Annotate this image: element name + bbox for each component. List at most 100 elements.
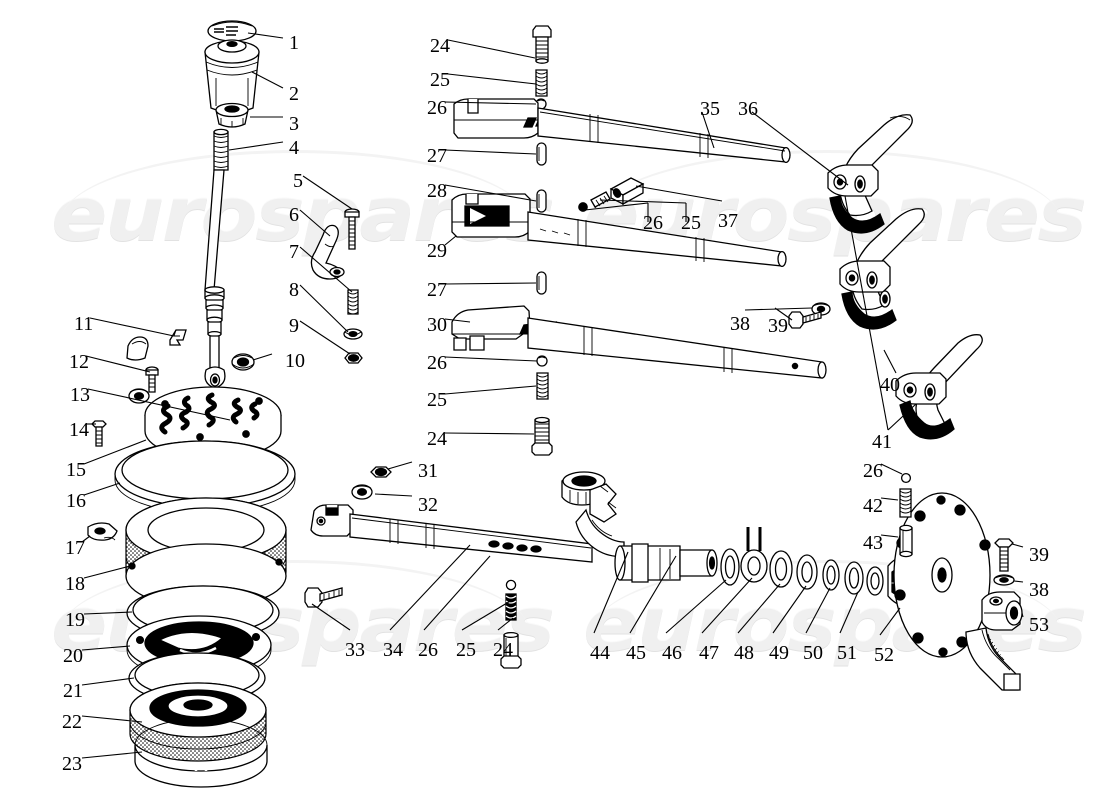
callout-39-flange: 39 [1029, 544, 1049, 566]
callout-42: 42 [863, 495, 883, 517]
callout-19: 19 [65, 609, 85, 631]
part-44-selector-head [562, 472, 624, 556]
part-12-screw [146, 367, 158, 392]
part-30-shift-rail-3 [452, 306, 826, 378]
part-29-shift-rail-2 [452, 194, 786, 266]
callout-30: 30 [427, 314, 447, 336]
callout-29: 29 [427, 240, 447, 262]
part-51-washer [845, 562, 863, 594]
callout-12: 12 [69, 351, 89, 373]
callout-18: 18 [65, 573, 85, 595]
callout-28: 28 [427, 180, 447, 202]
callout-52: 52 [874, 644, 894, 666]
part-27b-pin-rail3 [537, 272, 546, 294]
callout-24-rail3: 24 [427, 428, 447, 450]
part-35-shift-fork-top [828, 115, 912, 233]
callout-36: 36 [738, 98, 758, 120]
part-28-pin-rail2 [537, 190, 546, 212]
part-34-selector-shaft [311, 505, 592, 562]
callout-20: 20 [63, 645, 83, 667]
callout-34: 34 [383, 639, 403, 661]
part-49-washer [797, 555, 817, 589]
callout-25: 25 [430, 69, 450, 91]
callout-37: 37 [718, 210, 738, 232]
leader-lines [82, 33, 1023, 758]
part-32-washer [352, 485, 372, 499]
part-39-bolt-fork [789, 312, 821, 328]
part-37-dowel-sleeve [611, 178, 643, 204]
part-40-shift-fork-middle [840, 209, 924, 329]
callout-26-shaft: 26 [418, 639, 438, 661]
callout-27-rail3: 27 [427, 279, 447, 301]
part-38b-washer [994, 575, 1014, 585]
callout-9: 9 [289, 315, 299, 337]
callout-39: 39 [768, 315, 788, 337]
callout-23: 23 [62, 753, 82, 775]
part-25-spring-rail1 [536, 70, 547, 96]
part-10-bushing [232, 354, 254, 370]
callout-13: 13 [70, 384, 90, 406]
part-48-washer [770, 551, 792, 587]
callout-22: 22 [62, 711, 82, 733]
part-42-spring [900, 489, 911, 517]
callout-31: 31 [418, 460, 438, 482]
part-7-spring [348, 290, 358, 314]
callout-17: 17 [65, 537, 85, 559]
callout-47: 47 [699, 642, 719, 664]
callout-24-shaft: 24 [493, 639, 513, 661]
part-25d-spring [506, 594, 516, 620]
part-26b-detent-ball-rail3 [537, 356, 547, 366]
part-24c-plug-bolt [501, 633, 521, 668]
part-24b-plug-bolt-rail3 [532, 418, 552, 456]
callout-2: 2 [289, 83, 299, 105]
part-45-output-shaft [615, 544, 717, 582]
callout-49: 49 [769, 642, 789, 664]
callout-53: 53 [1029, 614, 1049, 636]
callout-26-flange: 26 [863, 460, 883, 482]
part-53-selector-lever [966, 592, 1022, 690]
part-31-nut [371, 467, 391, 477]
part-50-washer [823, 560, 839, 590]
part-18-boot [126, 498, 286, 608]
part-43-bush [900, 525, 912, 556]
part-5-bolt [345, 209, 359, 249]
part-9-nut [345, 353, 362, 363]
callout-51: 51 [837, 642, 857, 664]
part-27-pin-rail1 [537, 143, 546, 165]
part-13-washer [129, 389, 149, 403]
part-8-washer [344, 329, 362, 339]
callout-21: 21 [63, 680, 83, 702]
part-12-clip-block [127, 337, 148, 360]
callout-26-rail3: 26 [427, 352, 447, 374]
callout-4: 4 [289, 137, 299, 159]
part-4-lever-shaft [205, 170, 225, 388]
callout-11: 11 [74, 313, 94, 335]
callout-3: 3 [289, 113, 299, 135]
callout-45: 45 [626, 642, 646, 664]
callout-16: 16 [66, 490, 86, 512]
part-22-bearing [130, 683, 266, 761]
callout-25-dowel: 25 [681, 212, 701, 234]
callout-26: 26 [427, 97, 447, 119]
part-24-plug-bolt-rail1 [533, 26, 551, 63]
part-33-bolt [305, 588, 342, 607]
part-26d-ball [506, 580, 515, 589]
part-17-bracket [88, 523, 117, 540]
callout-27: 27 [427, 145, 447, 167]
callout-44: 44 [590, 642, 610, 664]
callout-24: 24 [430, 35, 450, 57]
part-25b-spring-rail3 [537, 373, 548, 399]
callout-14: 14 [69, 419, 89, 441]
callout-41: 41 [872, 431, 892, 453]
callout-26-dowel: 26 [643, 212, 663, 234]
part-51b-washer [867, 567, 883, 595]
callout-25-shaft: 25 [456, 639, 476, 661]
part-39b-bolt [995, 539, 1013, 571]
part-26e-ball [902, 474, 911, 483]
callout-7: 7 [289, 241, 299, 263]
callout-15: 15 [66, 459, 86, 481]
callout-6: 6 [289, 204, 299, 226]
callout-32: 32 [418, 494, 438, 516]
